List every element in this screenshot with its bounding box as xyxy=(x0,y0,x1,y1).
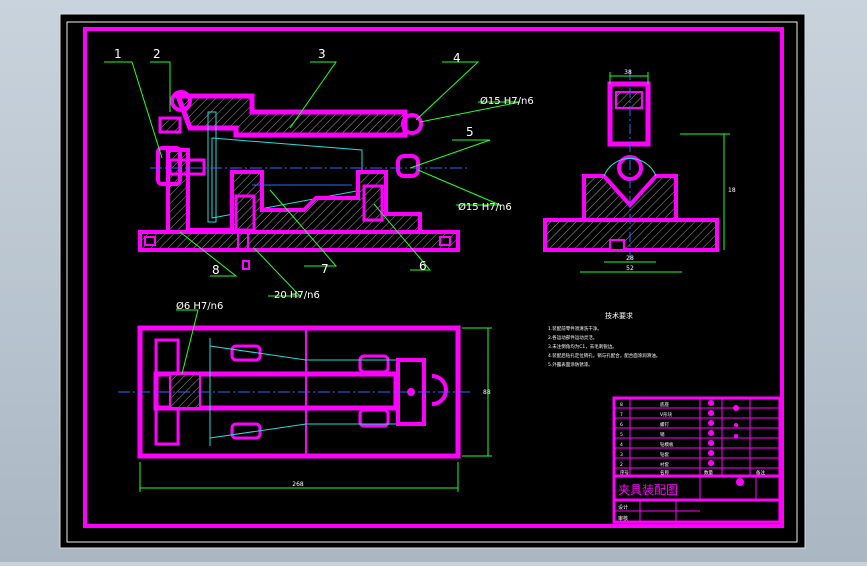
dim-18: 18 xyxy=(728,187,736,194)
plan-pin xyxy=(407,388,415,396)
bom-no-3: 3 xyxy=(620,452,623,458)
plan-hidden-3 xyxy=(209,423,396,439)
bom-name-2: 衬套 xyxy=(660,461,669,468)
sign-review: 审核 xyxy=(618,515,628,522)
workpiece-arc xyxy=(603,157,657,177)
bom-no-4: 4 xyxy=(620,442,623,448)
tech-item-2: 2.各运动部件运动灵活。 xyxy=(548,334,597,341)
bom-no-7: 7 xyxy=(620,412,623,418)
top-knob xyxy=(170,90,192,112)
locating-pin xyxy=(396,154,420,178)
drawing-frame xyxy=(83,27,784,528)
screw-tip xyxy=(242,260,250,270)
label-6: 6 xyxy=(419,259,427,273)
bolt-slot-right xyxy=(439,236,451,246)
bom-header-qty: 数量 xyxy=(704,469,713,476)
fit-6: Ø6 H7/n6 xyxy=(176,300,223,312)
fit-15-top: Ø15 H7/n6 xyxy=(480,95,534,107)
tech-requirements: 技术要求 1.装配前零件须清洗干净。 2.各运动部件运动灵活。 3.未注倒角均为… xyxy=(548,311,660,368)
dim-268: 268 xyxy=(292,481,304,488)
bushing-flange xyxy=(207,111,217,223)
screw-left xyxy=(234,194,256,232)
bolt-slot-left xyxy=(144,236,156,246)
bom-name-3: 钻套 xyxy=(660,451,669,458)
bom-no-6: 6 xyxy=(620,422,623,428)
label-8: 8 xyxy=(212,263,220,277)
plan-bushing xyxy=(169,373,201,409)
bom-header-remark: 备注 xyxy=(756,469,765,476)
sign-design: 设计 xyxy=(618,504,628,511)
bom-name-8: 底座 xyxy=(660,401,669,408)
bom-header-no: 序号 xyxy=(620,469,629,476)
bom-name-7: V形块 xyxy=(660,411,673,418)
plan-hidden-2 xyxy=(209,345,396,361)
screw-right xyxy=(362,184,384,222)
label-1: 1 xyxy=(114,47,122,61)
side-column xyxy=(607,81,651,147)
label-5: 5 xyxy=(466,125,474,139)
dim-52: 52 xyxy=(626,265,634,272)
side-view: 38 18 28 52 xyxy=(543,69,736,273)
support-stud xyxy=(168,158,206,176)
dim-28: 28 xyxy=(626,255,634,262)
screw-shank xyxy=(237,231,249,251)
plan-clamp-bottom xyxy=(358,408,390,428)
plan-notch xyxy=(431,374,448,406)
side-base xyxy=(543,218,719,252)
front-view: 1 2 3 4 5 6 7 8 Ø15 H7/n6 Ø15 H7/n6 20 H… xyxy=(104,47,534,301)
drawing-title: 夹具装配图 xyxy=(618,483,678,497)
tech-heading: 技术要求 xyxy=(605,311,633,320)
plan-clamp-top xyxy=(358,354,390,374)
tech-item-3: 3.未注倒角均为C1，去毛刺锐边。 xyxy=(548,343,617,350)
tech-item-1: 1.装配前零件须清洗干净。 xyxy=(548,325,602,332)
bom-name-5: 销 xyxy=(660,431,665,438)
side-slot xyxy=(609,239,625,251)
side-bushing xyxy=(615,91,643,109)
bom-name-4: 钻模板 xyxy=(660,441,674,448)
tech-item-4: 4.装配后钻孔定位销孔，销与孔配合，配合面涂润滑油。 xyxy=(548,352,660,359)
bushing-left-top xyxy=(158,116,182,134)
plan-dimensions xyxy=(139,309,492,492)
bom-header-name: 名称 xyxy=(660,469,669,476)
bom-no-5: 5 xyxy=(620,432,623,438)
bom-no-2: 2 xyxy=(620,462,623,468)
support-pin xyxy=(156,146,182,186)
plan-view: 268 88 Ø6 H7/n6 xyxy=(118,300,492,492)
title-block: 8 底座 7 V形块 6 螺钉 5 销 4 钻模板 3 钻套 2 衬套 序号 名… xyxy=(612,396,782,524)
label-2: 2 xyxy=(153,47,161,61)
bom-no-8: 8 xyxy=(620,402,623,408)
bom-marks xyxy=(708,400,744,486)
dim-88: 88 xyxy=(483,389,491,396)
tech-item-5: 5.外露表面涂防锈漆。 xyxy=(548,361,593,368)
sheet-border xyxy=(66,21,798,543)
label-7: 7 xyxy=(321,262,329,276)
bom-outline xyxy=(612,396,782,524)
bom-rows: 8 底座 7 V形块 6 螺钉 5 销 4 钻模板 3 钻套 2 衬套 序号 名… xyxy=(620,401,765,476)
base-plate xyxy=(138,230,460,252)
drill-plate xyxy=(174,93,408,138)
pin-head xyxy=(401,113,423,135)
bom-grid xyxy=(614,398,780,500)
label-3: 3 xyxy=(318,47,326,61)
side-dimensions xyxy=(580,72,730,273)
bom-name-6: 螺钉 xyxy=(660,421,669,428)
fit-15-bottom: Ø15 H7/n6 xyxy=(458,201,512,213)
leaders xyxy=(104,61,521,297)
label-4: 4 xyxy=(453,51,461,65)
dim-38: 38 xyxy=(624,69,632,76)
fit-20: 20 H7/n6 xyxy=(274,290,320,301)
